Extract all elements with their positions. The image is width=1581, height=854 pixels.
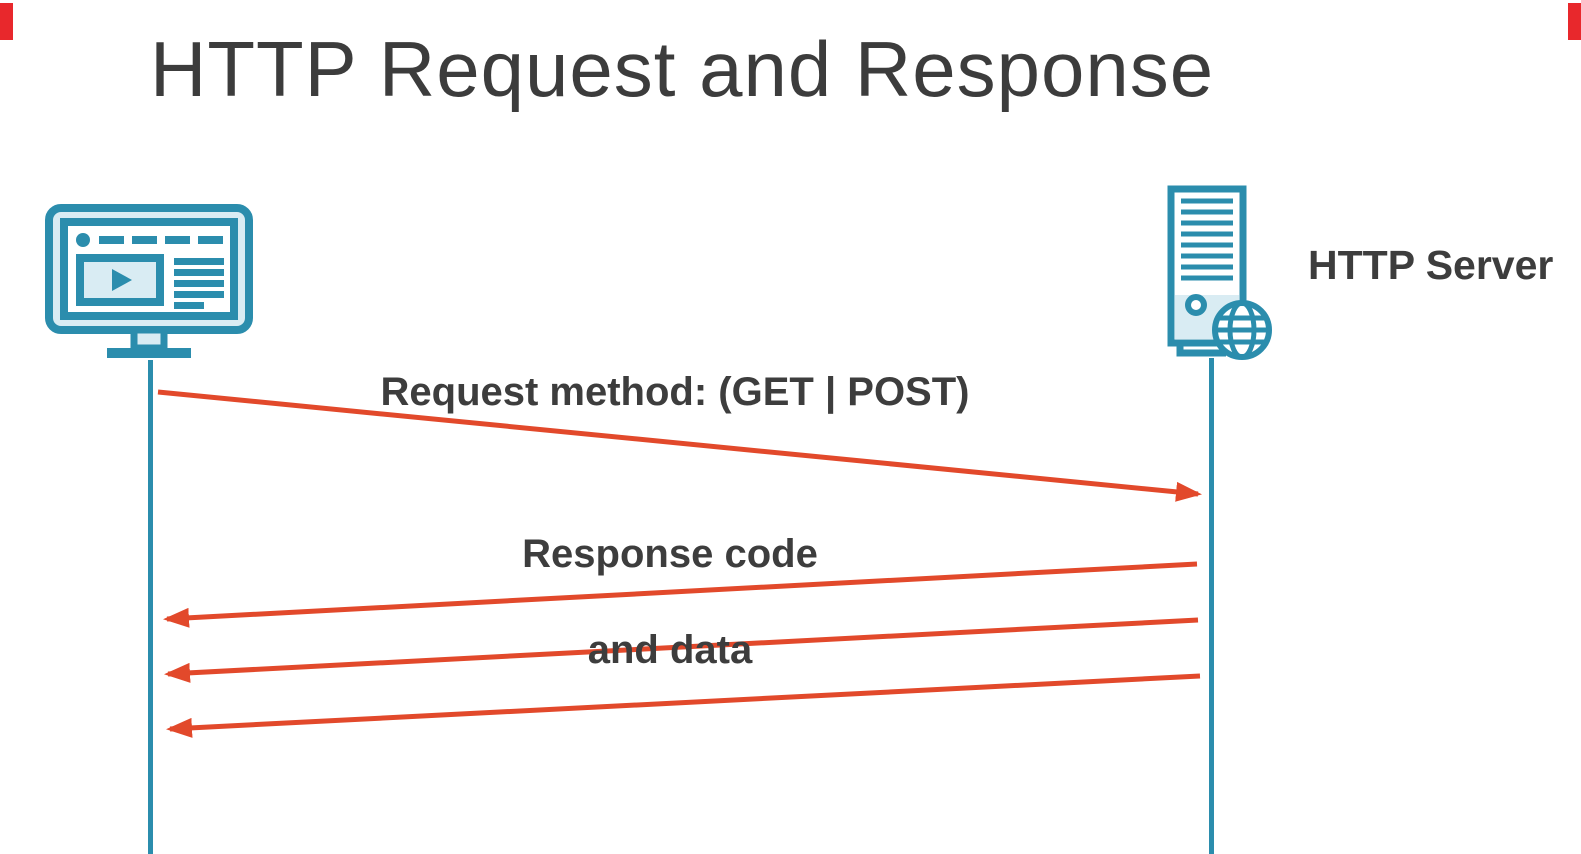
server-globe-icon (1166, 185, 1274, 365)
client-lifeline (148, 360, 153, 854)
request-label: Request method: (GET | POST) (380, 370, 970, 414)
monitor-browser-icon (43, 203, 255, 365)
response-label-line2: and data (587, 628, 753, 672)
response-label: Response code and data (375, 482, 965, 674)
page-title: HTTP Request and Response (150, 25, 1215, 113)
response-label-line1: Response code (522, 532, 818, 576)
response-arrow-3 (166, 673, 1201, 738)
red-corner-mark-left (0, 3, 13, 40)
server-label: HTTP Server (1308, 242, 1554, 288)
red-corner-mark-right (1568, 3, 1581, 40)
server-lifeline (1209, 358, 1214, 854)
